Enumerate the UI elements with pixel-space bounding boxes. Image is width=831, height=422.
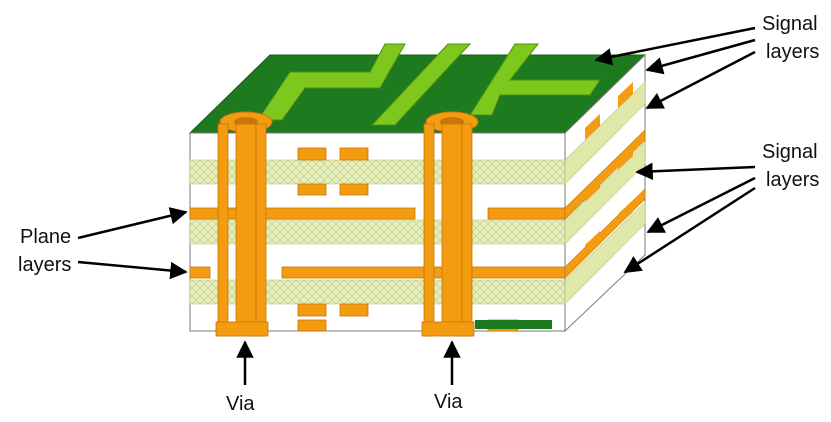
- label-plane-line1: Plane: [20, 226, 71, 248]
- side-layers: [564, 81, 646, 305]
- arrow-signal-top-1: [594, 26, 756, 66]
- top-trace-left: [257, 43, 406, 121]
- label-via-right: Via: [434, 391, 463, 413]
- signal-pads: [297, 147, 552, 332]
- top-trace-right: [469, 43, 601, 116]
- top-trace-middle: [370, 43, 472, 126]
- label-via-left: Via: [226, 393, 255, 415]
- annotation-arrows: [77, 26, 756, 385]
- top-traces: [257, 43, 601, 126]
- label-signal-mid-line2: layers: [766, 169, 819, 191]
- via-left: [215, 111, 273, 337]
- arrow-signal-mid-3: [623, 186, 756, 274]
- label-signal-mid-line1: Signal: [762, 141, 818, 163]
- arrow-signal-mid-2: [646, 176, 756, 234]
- label-plane-line2: layers: [18, 254, 71, 276]
- label-signal-top-line2: layers: [766, 41, 819, 63]
- label-signal-top-line1: Signal: [762, 13, 818, 35]
- arrow-signal-mid-1: [635, 162, 756, 181]
- arrow-plane-2: [77, 260, 188, 280]
- arrow-signal-top-2: [645, 38, 756, 75]
- arrow-plane-1: [77, 207, 188, 240]
- via-right: [421, 111, 479, 337]
- arrow-signal-top-3: [645, 50, 756, 110]
